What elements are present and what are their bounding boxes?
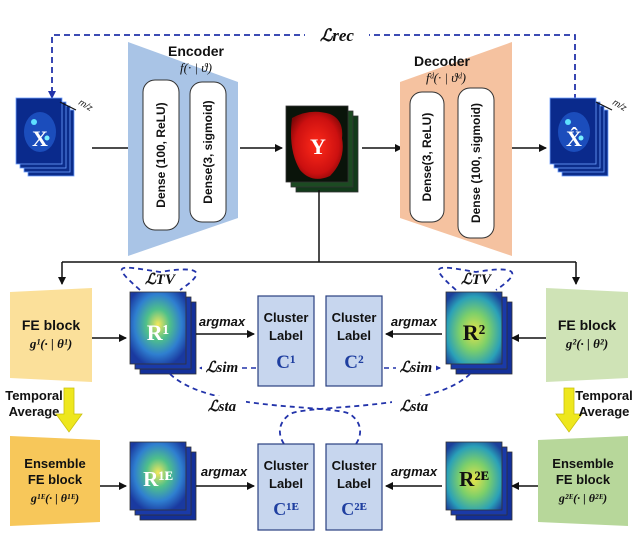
- split-connector: [58, 190, 580, 285]
- cluster-c2-line2: Label: [337, 328, 371, 343]
- decoder-layer1: Dense(3, ReLU): [420, 113, 434, 202]
- fe-block-left-title: FE block: [22, 317, 81, 333]
- r2-label: R²: [463, 320, 486, 345]
- ensemble-right-line1: Ensemble: [552, 456, 613, 471]
- r1-label: R¹: [147, 320, 169, 345]
- r2e-stack: R²ᴱ: [445, 441, 513, 521]
- fe-block-left: FE block g¹(· | θ¹): [10, 288, 92, 382]
- cluster-c2-symbol: C²: [344, 352, 364, 373]
- cluster-c1-box: Cluster Label C¹: [257, 295, 315, 387]
- temporal-average-left: Temporal Average: [5, 387, 83, 433]
- r1-stack: R¹: [129, 291, 197, 375]
- cluster-c1-line1: Cluster: [264, 310, 309, 325]
- temporal-right-line2: Average: [579, 404, 630, 419]
- encoder-layer1: Dense (100, ReLU): [154, 102, 168, 207]
- argmax-bottom-left: argmax: [201, 464, 248, 479]
- input-x-stack: X m/z: [15, 97, 95, 177]
- temporal-left-line1: Temporal: [5, 388, 63, 403]
- cluster-c1e-symbol: C¹ᴱ: [273, 499, 298, 519]
- ensemble-right-function: g²ᴱ(· | θ²ᴱ): [558, 491, 607, 505]
- output-xhat-label: X̂: [566, 126, 582, 151]
- loss-rec-label: ℒrec: [320, 26, 354, 45]
- loss-tv-left-label: ℒTV: [145, 272, 177, 288]
- encoder-title: Encoder: [168, 43, 225, 59]
- loss-sim-left-label: ℒsim: [206, 360, 238, 376]
- r2-stack: R²: [445, 291, 513, 375]
- encoder-layer2: Dense(3, sigmoid): [201, 100, 215, 203]
- output-xhat-stack: X̂ m/z: [549, 97, 629, 177]
- fe-block-right: FE block g²(· | θ²): [546, 288, 628, 382]
- ensemble-left-function: g¹ᴱ(· | θ¹ᴱ): [30, 491, 79, 505]
- ensemble-left-line2: FE block: [28, 472, 83, 487]
- loss-tv-right-label: ℒTV: [461, 272, 493, 288]
- reconstruction-loss-loop: ℒrec: [48, 24, 576, 100]
- argmax-top-right: argmax: [391, 314, 438, 329]
- loss-sta-right-label: ℒsta: [400, 399, 429, 415]
- loss-sta-left-label: ℒsta: [208, 399, 237, 415]
- loss-sim-right-label: ℒsim: [400, 360, 432, 376]
- ensemble-block-right: Ensemble FE block g²ᴱ(· | θ²ᴱ): [538, 436, 628, 526]
- cluster-c1e-line1: Cluster: [264, 458, 309, 473]
- decoder-function: fᵈ(· | ϑᵈ): [426, 70, 466, 85]
- argmax-top-left: argmax: [199, 314, 246, 329]
- cluster-c2e-line2: Label: [337, 476, 371, 491]
- encoder-function: f(· | ϑ): [180, 60, 212, 75]
- ensemble-block-left: Ensemble FE block g¹ᴱ(· | θ¹ᴱ): [10, 436, 100, 526]
- decoder-layer2: Dense (100, sigmoid): [469, 103, 483, 223]
- ensemble-left-line1: Ensemble: [24, 456, 85, 471]
- fe-block-left-function: g¹(· | θ¹): [29, 336, 72, 351]
- cluster-c2e-box: Cluster Label C²ᴱ: [325, 443, 383, 531]
- ensemble-right-line2: FE block: [556, 472, 611, 487]
- fe-block-right-title: FE block: [558, 317, 617, 333]
- temporal-right-line1: Temporal: [575, 388, 633, 403]
- cluster-c1e-box: Cluster Label C¹ᴱ: [257, 443, 315, 531]
- decoder-block: Decoder fᵈ(· | ϑᵈ) Dense(3, ReLU) Dense …: [400, 42, 512, 256]
- r1e-label: R¹ᴱ: [143, 467, 173, 491]
- cluster-c2e-symbol: C²ᴱ: [341, 499, 366, 519]
- cluster-c2-box: Cluster Label C²: [325, 295, 383, 387]
- stability-loss-curves: ℒsta ℒsta: [169, 373, 471, 445]
- cluster-c1e-line2: Label: [269, 476, 303, 491]
- r2e-label: R²ᴱ: [459, 467, 489, 491]
- temporal-left-line2: Average: [9, 404, 60, 419]
- input-x-label: X: [32, 126, 48, 151]
- fe-block-right-function: g²(· | θ²): [565, 336, 608, 351]
- temporal-average-right: Temporal Average: [555, 387, 633, 433]
- mz-label-right: m/z: [611, 97, 629, 113]
- r1e-stack: R¹ᴱ: [129, 441, 197, 521]
- latent-y-label: Y: [310, 134, 326, 159]
- cluster-c1-line2: Label: [269, 328, 303, 343]
- cluster-c2e-line1: Cluster: [332, 458, 377, 473]
- cluster-c1-symbol: C¹: [276, 352, 295, 373]
- latent-y-stack: Y: [285, 105, 359, 193]
- cluster-c2-line1: Cluster: [332, 310, 377, 325]
- encoder-block: Encoder f(· | ϑ) Dense (100, ReLU) Dense…: [128, 42, 238, 256]
- decoder-title: Decoder: [414, 53, 471, 69]
- argmax-bottom-right: argmax: [391, 464, 438, 479]
- mz-label-left: m/z: [77, 97, 95, 113]
